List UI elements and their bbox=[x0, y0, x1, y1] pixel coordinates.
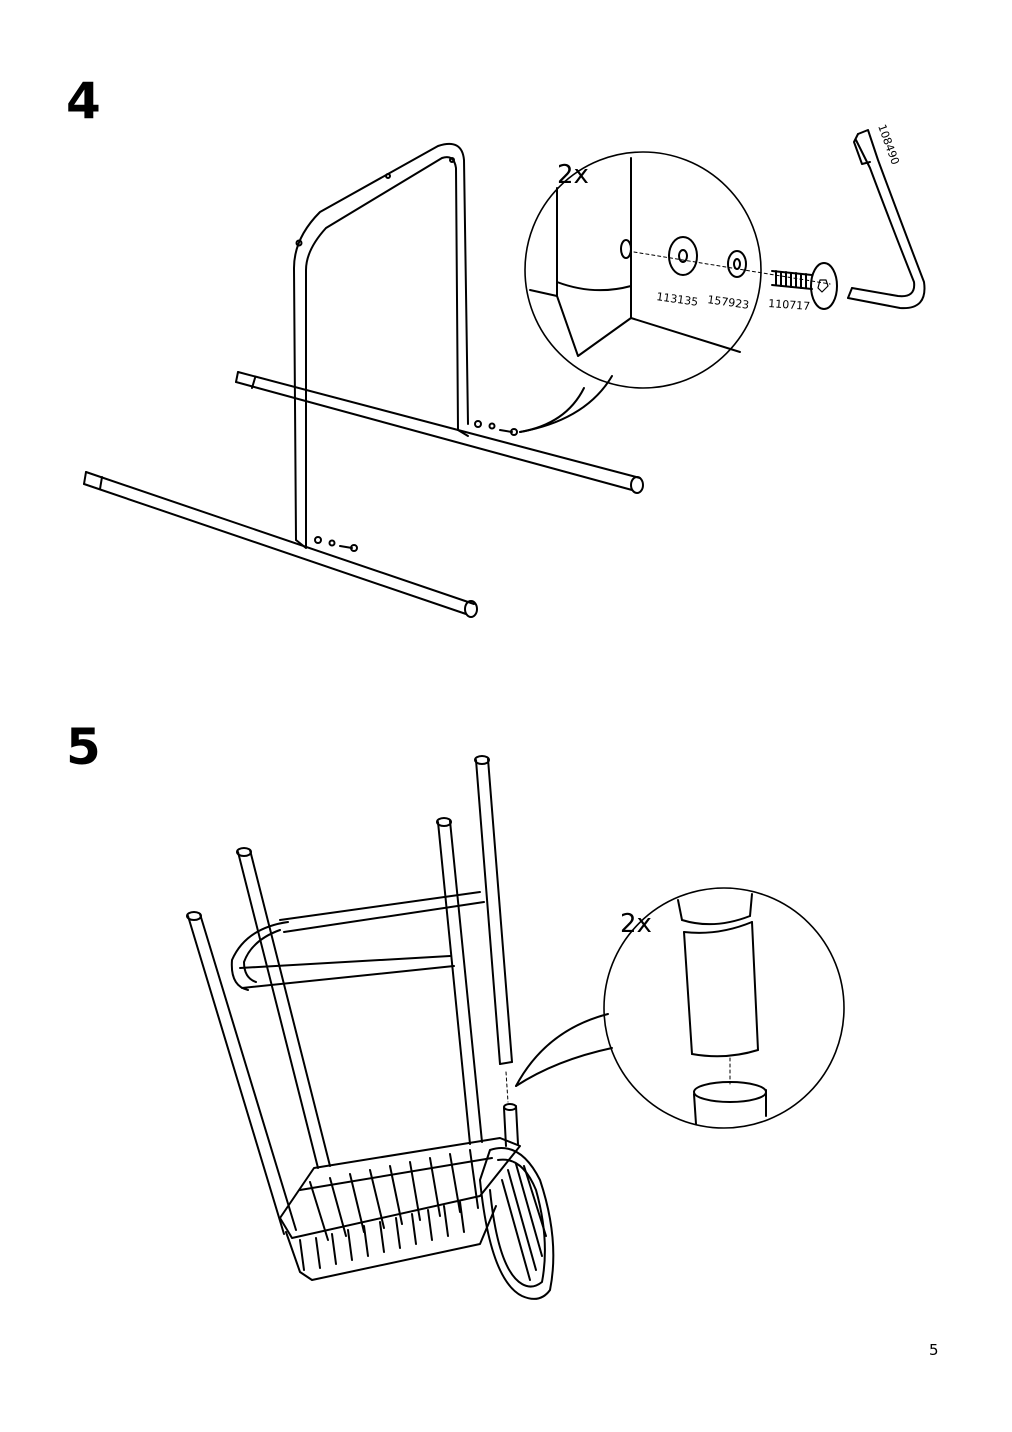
step-4-quantity-label: 2x bbox=[557, 160, 589, 190]
allen-key-part-number: 108490 bbox=[875, 123, 902, 167]
step-4-allen-key bbox=[847, 129, 926, 310]
step-4-frame-illustration bbox=[83, 142, 644, 618]
step-4-detail-circle bbox=[524, 151, 838, 389]
step-4-number: 4 bbox=[66, 72, 101, 130]
step-5-number: 5 bbox=[66, 718, 101, 776]
page-number: 5 bbox=[929, 1341, 939, 1359]
step-5-chair-illustration bbox=[186, 755, 613, 1300]
bolt-part-number: 110717 bbox=[768, 297, 811, 313]
spring-washer-part-number: 157923 bbox=[707, 293, 750, 312]
step-5-detail-circle bbox=[603, 887, 845, 1129]
step-5-quantity-label: 2x bbox=[620, 909, 652, 939]
washer-part-number: 113135 bbox=[656, 290, 699, 309]
